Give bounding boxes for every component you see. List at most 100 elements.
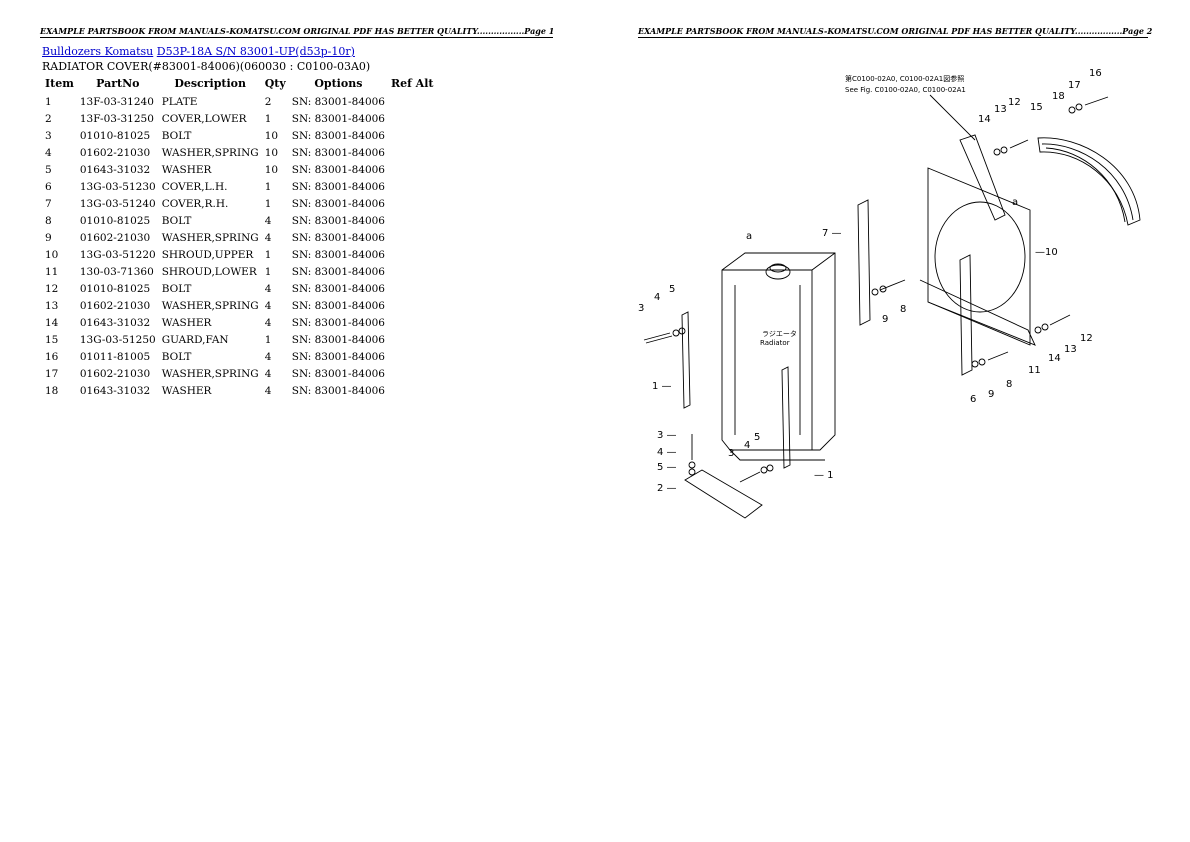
cell-partno: 01643-31032 bbox=[79, 316, 151, 329]
breadcrumb-link-model[interactable]: D53P-18A S/N 83001-UP(d53p-10r) bbox=[156, 45, 355, 58]
callout-8b: 8 bbox=[1006, 379, 1012, 390]
callout-2: 2 — bbox=[657, 483, 677, 494]
cell-item: 7 bbox=[45, 197, 52, 210]
cell-options: SN: 83001-84006 bbox=[291, 350, 385, 363]
table-header-row: Item PartNo Description Qty Options Ref … bbox=[42, 76, 436, 93]
cell-ref-alt bbox=[388, 195, 437, 212]
cell-description: BOLT bbox=[161, 282, 192, 295]
cell-qty: 4 bbox=[264, 316, 272, 329]
cell-options: SN: 83001-84006 bbox=[291, 299, 385, 312]
radiator-label-jp: ラジエータ bbox=[762, 329, 797, 338]
callout-5c: 5 bbox=[754, 432, 760, 443]
cell-ref-alt bbox=[388, 280, 437, 297]
cell-description: BOLT bbox=[161, 214, 192, 227]
callout-4c: 4 bbox=[744, 440, 750, 451]
cell-ref-alt bbox=[388, 365, 437, 382]
cell-options: SN: 83001-84006 bbox=[291, 146, 385, 159]
cell-item: 8 bbox=[45, 214, 52, 227]
callout-4b: 4 — bbox=[657, 447, 677, 458]
cell-qty: 2 bbox=[264, 95, 272, 108]
cell-partno: 01643-31032 bbox=[79, 163, 151, 176]
cell-options: SN: 83001-84006 bbox=[291, 180, 385, 193]
cell-ref-alt bbox=[388, 331, 437, 348]
cell-options: SN: 83001-84006 bbox=[291, 197, 385, 210]
cell-description: WASHER bbox=[161, 316, 212, 329]
cell-item: 18 bbox=[45, 384, 59, 397]
callout-a: a bbox=[746, 231, 752, 242]
cell-item: 15 bbox=[45, 333, 59, 346]
cell-qty: 4 bbox=[264, 231, 272, 244]
cell-ref-alt bbox=[388, 297, 437, 314]
breadcrumb: Bulldozers Komatsu D53P-18A S/N 83001-UP… bbox=[42, 45, 355, 58]
header-ref-alt: Ref Alt bbox=[390, 77, 434, 90]
cell-partno: 13G-03-51220 bbox=[79, 248, 156, 261]
cell-description: WASHER bbox=[161, 163, 212, 176]
cover-lh-drawing bbox=[959, 254, 973, 376]
callout-13b: 13 bbox=[1064, 344, 1077, 355]
callout-12: 12 bbox=[1008, 97, 1021, 108]
cell-item: 2 bbox=[45, 112, 52, 125]
header-item: Item bbox=[45, 77, 74, 90]
cell-item: 9 bbox=[45, 231, 52, 244]
cell-ref-alt bbox=[388, 348, 437, 365]
cell-partno: 01010-81025 bbox=[79, 129, 151, 142]
cell-description: PLATE bbox=[161, 95, 198, 108]
cell-partno: 01602-21030 bbox=[79, 367, 151, 380]
cell-ref-alt bbox=[388, 161, 437, 178]
header-description: Description bbox=[174, 77, 247, 90]
cell-qty: 1 bbox=[264, 180, 272, 193]
cell-description: SHROUD,LOWER bbox=[161, 265, 257, 278]
callout-7: 7 — bbox=[822, 228, 842, 239]
breadcrumb-link-category[interactable]: Bulldozers Komatsu bbox=[42, 45, 154, 58]
cell-partno: 13F-03-31250 bbox=[79, 112, 154, 125]
cell-item: 10 bbox=[45, 248, 59, 261]
callout-10: —10 bbox=[1035, 247, 1058, 258]
cell-ref-alt bbox=[388, 110, 437, 127]
cell-qty: 1 bbox=[264, 265, 272, 278]
cell-item: 13 bbox=[45, 299, 59, 312]
callout-3c: 3 bbox=[728, 448, 734, 459]
cell-qty: 4 bbox=[264, 214, 272, 227]
cell-partno: 130-03-71360 bbox=[79, 265, 154, 278]
cell-ref-alt bbox=[388, 178, 437, 195]
cell-qty: 4 bbox=[264, 367, 272, 380]
cell-description: COVER,L.H. bbox=[161, 180, 228, 193]
cell-options: SN: 83001-84006 bbox=[291, 333, 385, 346]
callout-12b: 12 bbox=[1080, 333, 1093, 344]
cell-ref-alt bbox=[388, 229, 437, 246]
cell-description: WASHER,SPRING bbox=[161, 231, 259, 244]
page-1-header: EXAMPLE PARTSBOOK FROM MANUALS-KOMATSU.C… bbox=[40, 26, 555, 38]
cell-description: SHROUD,UPPER bbox=[161, 248, 254, 261]
cell-item: 14 bbox=[45, 316, 59, 329]
cell-partno: 01010-81025 bbox=[79, 214, 151, 227]
fasteners-drawing bbox=[643, 96, 1109, 483]
callout-4: 4 bbox=[654, 292, 660, 303]
cell-qty: 10 bbox=[264, 163, 279, 176]
cell-partno: 13G-03-51240 bbox=[79, 197, 156, 210]
shroud-drawing bbox=[919, 134, 1036, 346]
cell-item: 17 bbox=[45, 367, 59, 380]
cell-description: BOLT bbox=[161, 350, 192, 363]
cell-options: SN: 83001-84006 bbox=[291, 367, 385, 380]
cell-qty: 10 bbox=[264, 146, 279, 159]
diagram-note-jp: 第C0100-02A0, C0100-02A1図参照 bbox=[845, 74, 964, 83]
callout-13: 13 bbox=[994, 104, 1007, 115]
callout-8: 8 bbox=[900, 304, 906, 315]
cell-ref-alt bbox=[388, 263, 437, 280]
callout-3: 3 bbox=[638, 303, 644, 314]
fan-guard-drawing bbox=[1037, 137, 1141, 226]
cell-item: 5 bbox=[45, 163, 52, 176]
cell-ref-alt bbox=[388, 382, 437, 399]
callout-18: 18 bbox=[1052, 91, 1065, 102]
cell-options: SN: 83001-84006 bbox=[291, 248, 385, 261]
cell-options: SN: 83001-84006 bbox=[291, 112, 385, 125]
